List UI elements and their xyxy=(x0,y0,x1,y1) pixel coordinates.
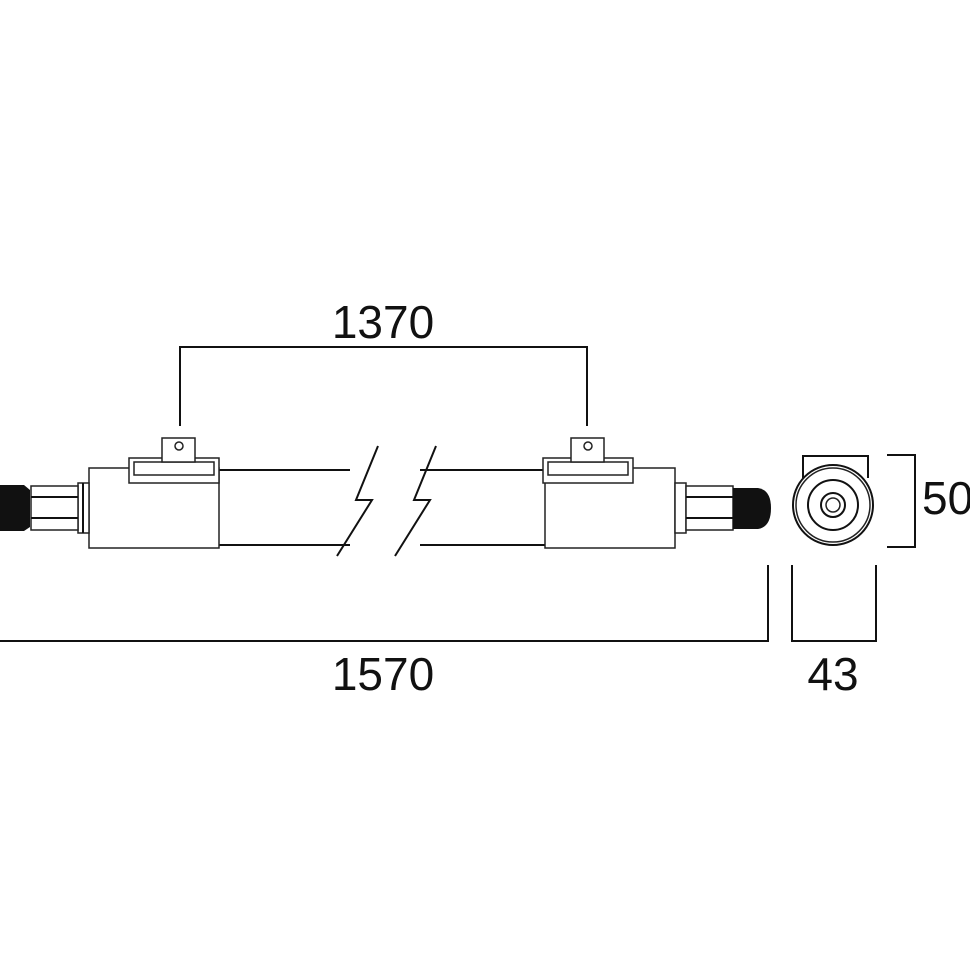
luminaire-side-view xyxy=(0,437,771,557)
dimension-label-1570: 1570 xyxy=(332,648,434,700)
dimension-label-50: 50 xyxy=(922,472,970,524)
left-cable-gland xyxy=(0,485,30,531)
dimension-1570: 1570 xyxy=(0,565,769,700)
right-nut xyxy=(685,485,734,531)
dimension-label-1370: 1370 xyxy=(332,296,434,348)
luminaire-end-view xyxy=(792,455,874,546)
left-nut xyxy=(30,485,79,531)
dimension-50: 50 xyxy=(887,454,970,548)
break-symbol xyxy=(336,445,437,557)
dimension-1370: 1370 xyxy=(179,296,588,426)
dimension-43: 43 xyxy=(791,565,877,700)
right-cable-gland xyxy=(733,488,771,529)
dimension-label-43: 43 xyxy=(807,648,858,700)
